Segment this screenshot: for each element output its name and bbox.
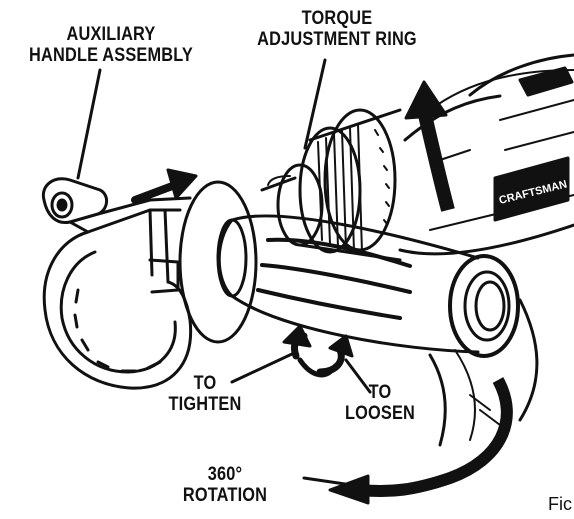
drill-body: CRAFTSMAN — [398, 53, 574, 447]
auxiliary-handle-label: AUXILIARY HANDLE ASSEMBLY — [17, 24, 204, 66]
auxiliary-handle-label-line1: AUXILIARY — [66, 24, 156, 45]
auxiliary-handle-label-line2: HANDLE ASSEMBLY — [29, 45, 193, 66]
torque-ring-label-line2: ADJUSTMENT RING — [257, 29, 417, 50]
torque-ring-label-line1: TORQUE — [301, 8, 373, 29]
clamp-band — [41, 177, 193, 390]
loosen-label-line1: TO — [368, 382, 392, 403]
handle-grip — [178, 180, 520, 358]
tighten-label: TO TIGHTEN — [158, 373, 253, 415]
tighten-label-line1: TO — [193, 373, 217, 394]
torque-ring-label: TORQUE ADJUSTMENT RING — [243, 8, 430, 50]
direction-arrows — [131, 80, 513, 505]
tighten-label-line2: TIGHTEN — [168, 394, 242, 415]
leader-lines — [76, 58, 372, 486]
loosen-label-line2: LOOSEN — [344, 403, 416, 424]
torque-ring — [260, 108, 402, 262]
loosen-label: TO LOOSEN — [337, 382, 423, 424]
rotation-label: 360° ROTATION — [152, 464, 298, 506]
figure-caption-fragment: Fic — [548, 494, 572, 514]
rotation-label-line2: ROTATION — [182, 485, 268, 506]
rotation-label-line1: 360° — [207, 464, 243, 485]
